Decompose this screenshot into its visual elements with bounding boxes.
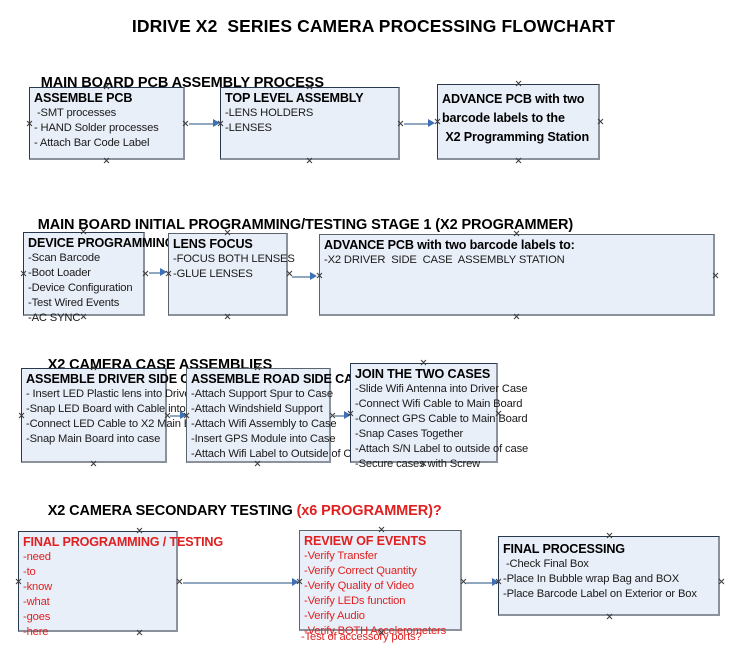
connector-arrowhead [310, 272, 317, 280]
box-line: -goes [23, 611, 51, 623]
box-line: -AC SYNC [28, 312, 81, 324]
box-title: TOP LEVEL ASSEMBLY [225, 91, 364, 105]
box-line: -Connect LED Cable to X2 Main Board [26, 418, 213, 430]
box-line: -Verify LEDs function [304, 595, 406, 607]
box-line: -FOCUS BOTH LENSES [173, 253, 295, 265]
box-line: -what [23, 596, 50, 608]
box-line: -Attach S/N Label to outside of case [355, 443, 529, 455]
box-review-of-events-overflow-line: -Test of accessory ports? [301, 631, 422, 643]
box-line: -Attach Wifi Assembly to Case [191, 418, 337, 430]
connector-line [170, 415, 182, 417]
connector-line [149, 272, 162, 274]
box-title: ASSEMBLE DRIVER SIDE CASE [26, 372, 215, 386]
box-title: REVIEW OF EVENTS [304, 534, 427, 548]
box-top-level-assembly[interactable]: TOP LEVEL ASSEMBLY -LENS HOLDERS -LENSES [220, 87, 400, 160]
box-line: -Insert GPS Module into Case [191, 433, 336, 445]
connector-arrowhead [344, 411, 351, 419]
connector-line [183, 582, 294, 584]
box-line: -know [23, 581, 53, 593]
section-heading-4-accent: (x6 PROGRAMMER)? [296, 503, 442, 519]
box-title: ADVANCE PCB with two barcode labels to t… [442, 92, 589, 144]
box-line: -LENS HOLDERS [225, 107, 314, 119]
box-line: -need [23, 551, 51, 563]
connector-arrowhead [160, 268, 167, 276]
section-heading-2: MAIN BOARD INITIAL PROGRAMMING/TESTING S… [22, 201, 574, 249]
box-line: -Snap Cases Together [355, 428, 464, 440]
box-line: -Verify BOTH Accelerometers [304, 625, 447, 637]
page-title: IDRIVE X2 SERIES CAMERA PROCESSING FLOWC… [131, 16, 616, 36]
box-line: -Verify Correct Quantity [304, 565, 417, 577]
box-line: - Attach Bar Code Label [34, 137, 150, 149]
box-device-programming[interactable]: DEVICE PROGRAMMING -Scan Barcode -Boot L… [23, 232, 175, 324]
box-line: -X2 DRIVER SIDE CASE ASSEMBLY STATION [324, 254, 565, 266]
box-line: -Place In Bubble wrap Bag and BOX [503, 573, 680, 585]
box-line: -Attach Wifi Label to Outside of Case [191, 448, 369, 460]
box-line: -here [23, 626, 49, 638]
box-lens-focus[interactable]: LENS FOCUS -FOCUS BOTH LENSES -GLUE LENS… [168, 233, 295, 316]
connector-arrowhead [292, 578, 299, 586]
box-assemble-road-side-case[interactable]: ASSEMBLE ROAD SIDE CASE -Attach Support … [186, 368, 370, 463]
box-title: ADVANCE PCB with two barcode labels to: [324, 238, 575, 252]
box-line: - HAND Solder processes [34, 122, 159, 134]
box-title: FINAL PROGRAMMING / TESTING [23, 535, 224, 549]
connector-arrowhead [180, 411, 187, 419]
box-assemble-pcb[interactable]: ASSEMBLE PCB -SMT processes - HAND Solde… [29, 87, 185, 160]
connector-line [404, 123, 430, 125]
section-heading-4: X2 CAMERA SECONDARY TESTING (x6 PROGRAMM… [32, 487, 442, 535]
box-final-processing[interactable]: FINAL PROCESSING -Check Final Box -Place… [498, 536, 720, 616]
connector-line [466, 582, 494, 584]
box-title: ASSEMBLE PCB [34, 91, 133, 105]
box-final-programming-testing[interactable]: FINAL PROGRAMMING / TESTING -need -to -k… [18, 531, 224, 638]
box-line: -Snap LED Board with Cable into Case [26, 403, 214, 415]
connector-arrowhead [428, 119, 435, 127]
box-line: -Device Configuration [28, 282, 133, 294]
box-title: DEVICE PROGRAMMING [28, 236, 175, 250]
box-join-the-two-cases[interactable]: JOIN THE TWO CASES -Slide Wifi Antenna i… [350, 363, 529, 470]
connector-arrowhead [213, 119, 220, 127]
box-title: FINAL PROCESSING [503, 542, 625, 556]
box-line: -Verify Quality of Video [304, 580, 414, 592]
connector-line [189, 123, 215, 125]
connector-line [334, 415, 348, 417]
box-advance-pcb-driver-side-case[interactable]: ADVANCE PCB with two barcode labels to: … [319, 234, 715, 316]
connector-arrowhead [492, 578, 499, 586]
box-line: -GLUE LENSES [173, 268, 253, 280]
box-line: -Scan Barcode [28, 252, 101, 264]
box-line: -Verify Transfer [304, 550, 378, 562]
box-title: LENS FOCUS [173, 237, 253, 251]
box-line: -Attach Windshield Support [191, 403, 323, 415]
box-assemble-driver-side-case[interactable]: ASSEMBLE DRIVER SIDE CASE - Insert LED P… [21, 368, 223, 463]
box-line: -to [23, 566, 36, 578]
box-line: -Verify Audio [304, 610, 365, 622]
box-line: -SMT processes [34, 107, 117, 119]
box-line: -Check Final Box [503, 558, 589, 570]
box-line: -LENSES [225, 122, 272, 134]
box-line: -Secure cases with Screw [355, 458, 481, 470]
box-line: -Connect GPS Cable to Main Board [355, 413, 528, 425]
box-line: -Boot Loader [28, 267, 91, 279]
box-line: -Place Barcode Label on Exterior or Box [503, 588, 697, 600]
connector-line [292, 276, 312, 278]
box-advance-pcb-programming-station[interactable]: ADVANCE PCB with two barcode labels to t… [437, 84, 600, 160]
section-heading-2-text: MAIN BOARD INITIAL PROGRAMMING/TESTING S… [37, 217, 574, 233]
box-title: ASSEMBLE ROAD SIDE CASE [191, 372, 370, 386]
box-line: -Attach Support Spur to Case [191, 388, 333, 400]
box-title: JOIN THE TWO CASES [355, 367, 491, 381]
box-line: - Insert LED Plastic lens into Driver Ca… [26, 388, 223, 400]
box-line: -Connect Wifi Cable to Main Board [355, 398, 523, 410]
box-line: -Test Wired Events [28, 297, 120, 309]
section-heading-4-text: X2 CAMERA SECONDARY TESTING [47, 503, 297, 519]
box-line: -Slide Wifi Antenna into Driver Case [355, 383, 528, 395]
box-review-of-events[interactable]: REVIEW OF EVENTS -Verify Transfer -Verif… [299, 530, 462, 637]
box-line: -Snap Main Board into case [26, 433, 161, 445]
